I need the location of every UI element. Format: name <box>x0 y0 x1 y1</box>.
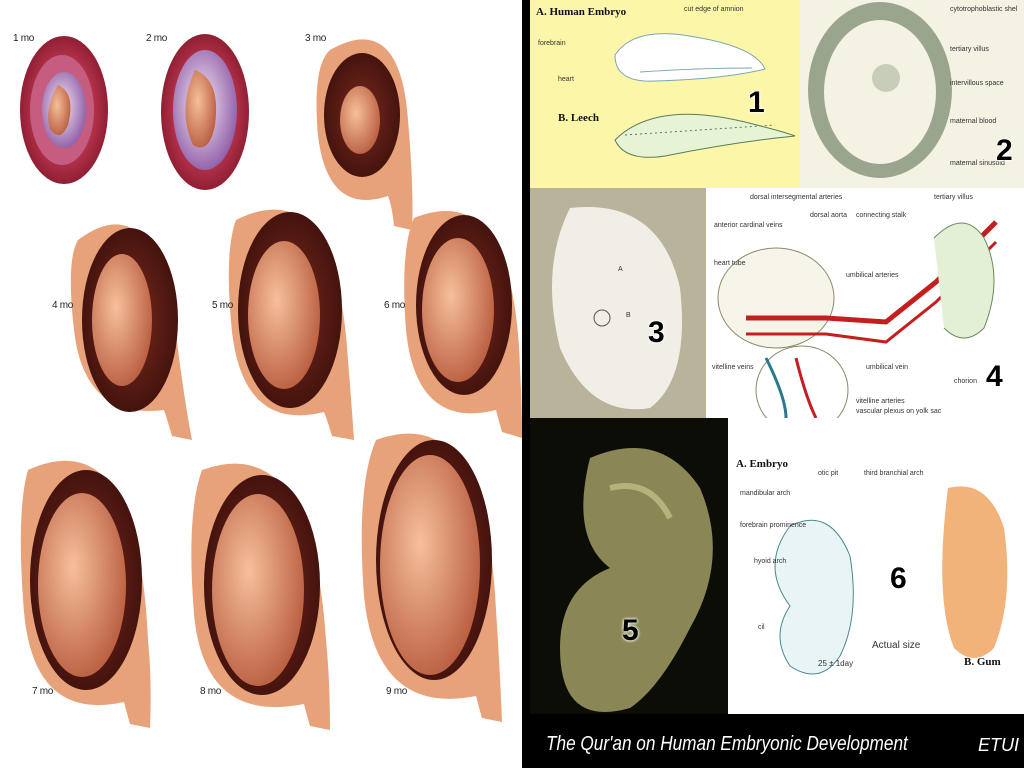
panel-5-embryo-photo: 5 <box>530 418 728 714</box>
label-intervillous-space: intervillous space <box>950 80 1004 87</box>
divider <box>522 0 530 768</box>
panel-1-title-b: B. Leech <box>558 112 599 124</box>
stage-1-sac <box>20 36 108 184</box>
stage-6-uterus <box>404 211 522 438</box>
panel-number: 6 <box>890 562 907 595</box>
footer-watermark: ETUI <box>978 735 1020 755</box>
label-hyoid-arch: hyoid arch <box>754 558 787 565</box>
fetal-development-panel: 1 mo 2 mo 3 mo 4 mo 5 mo 6 mo 7 mo 8 mo … <box>0 0 522 768</box>
panel-number: 5 <box>622 614 639 647</box>
stage-label: 1 mo <box>13 33 35 44</box>
label-dorsal-aorta: dorsal aorta <box>810 212 847 219</box>
label-tertiary-villus: tertiary villus <box>934 194 973 201</box>
label-heart: heart <box>558 76 574 83</box>
panel-number: 4 <box>986 360 1003 393</box>
label-tertiary-villus: tertiary villus <box>950 46 989 53</box>
circulation-drawing <box>717 220 998 418</box>
label-heart-tube: heart tube <box>714 260 746 267</box>
stage-5-uterus <box>228 209 354 440</box>
stage-2-sac <box>161 34 249 190</box>
label-cut-edge-amnion: cut edge of amnion <box>684 6 744 13</box>
stage-label: 3 mo <box>305 33 327 44</box>
label-umbilical-arteries: umbilical arteries <box>846 272 899 279</box>
label-otic-pit: otic pit <box>818 470 839 477</box>
label-a: A <box>618 266 623 273</box>
stage-label: 7 mo <box>32 686 54 697</box>
embryo-gum-drawing <box>774 486 1008 675</box>
stage-label: 5 mo <box>212 300 234 311</box>
panel-1-embryo-leech: A. Human Embryo B. Leech cut edge of amn… <box>530 0 800 188</box>
stage-label: 2 mo <box>146 33 168 44</box>
fetal-stages-illustration <box>20 34 522 730</box>
label-age: 25 ± 1day <box>818 659 854 668</box>
label-maternal-blood: maternal blood <box>950 118 997 125</box>
stage-label: 9 mo <box>386 686 408 697</box>
label-actual-size: Actual size <box>872 640 921 651</box>
embryo-leech-drawing <box>614 33 796 158</box>
label-mandibular-arch: mandibular arch <box>740 490 791 497</box>
label-forebrain: forebrain <box>538 40 566 47</box>
stage-3-uterus <box>316 39 413 230</box>
panel-6-title-a: A. Embryo <box>736 458 788 470</box>
label-cil: cil <box>758 624 765 631</box>
micrograph-image <box>530 188 706 418</box>
panel-6-title-b: B. Gum <box>964 656 1001 668</box>
label-vascular-plexus: vascular plexus on yolk sac <box>856 408 942 415</box>
embryology-collage: A. Human Embryo B. Leech cut edge of amn… <box>530 0 1024 768</box>
label-dorsal-intersegmental-arteries: dorsal intersegmental arteries <box>750 194 843 201</box>
label-third-branchial-arch: third branchial arch <box>864 470 924 477</box>
stage-label: 6 mo <box>384 300 406 311</box>
panel-3-micrograph: A B 3 <box>530 188 706 418</box>
embryo-photo <box>560 448 713 712</box>
panel-6-embryo-gum: A. Embryo otic pit third branchial arch … <box>728 418 1024 714</box>
panel-number: 1 <box>748 86 765 119</box>
label-connecting-stalk: connecting stalk <box>856 212 907 219</box>
label-b: B <box>626 312 631 319</box>
label-umbilical-vein: umbilical vein <box>866 364 909 371</box>
panel-4-circulation-diagram: dorsal intersegmental arteries anterior … <box>706 188 1024 418</box>
label-cytotrophoblastic-shell: cytotrophoblastic shel <box>950 6 1018 13</box>
stage-7-uterus <box>20 460 151 728</box>
label-vitelline-veins: vitelline veins <box>712 364 754 371</box>
stage-4-uterus <box>70 224 192 440</box>
panel-2-placenta-section: cytotrophoblastic shel tertiary villus i… <box>800 0 1024 188</box>
placenta-section-drawing <box>808 2 952 178</box>
panel-1-title-a: A. Human Embryo <box>536 6 627 18</box>
stage-label: 8 mo <box>200 686 222 697</box>
footer-title: The Qur'an on Human Embryonic Developmen… <box>546 733 908 755</box>
label-forebrain-prominence: forebrain prominence <box>740 522 807 529</box>
panel-number: 3 <box>648 316 665 349</box>
stage-9-uterus <box>361 433 502 722</box>
label-vitelline-arteries: vitelline arteries <box>856 398 905 405</box>
label-maternal-sinusoid: maternal sinusoid <box>950 160 1005 167</box>
panel-number: 2 <box>996 134 1013 167</box>
label-chorion: chorion <box>954 378 977 385</box>
label-anterior-cardinal-veins: anterior cardinal veins <box>714 222 783 229</box>
stage-8-uterus <box>191 463 330 730</box>
stage-label: 4 mo <box>52 300 74 311</box>
